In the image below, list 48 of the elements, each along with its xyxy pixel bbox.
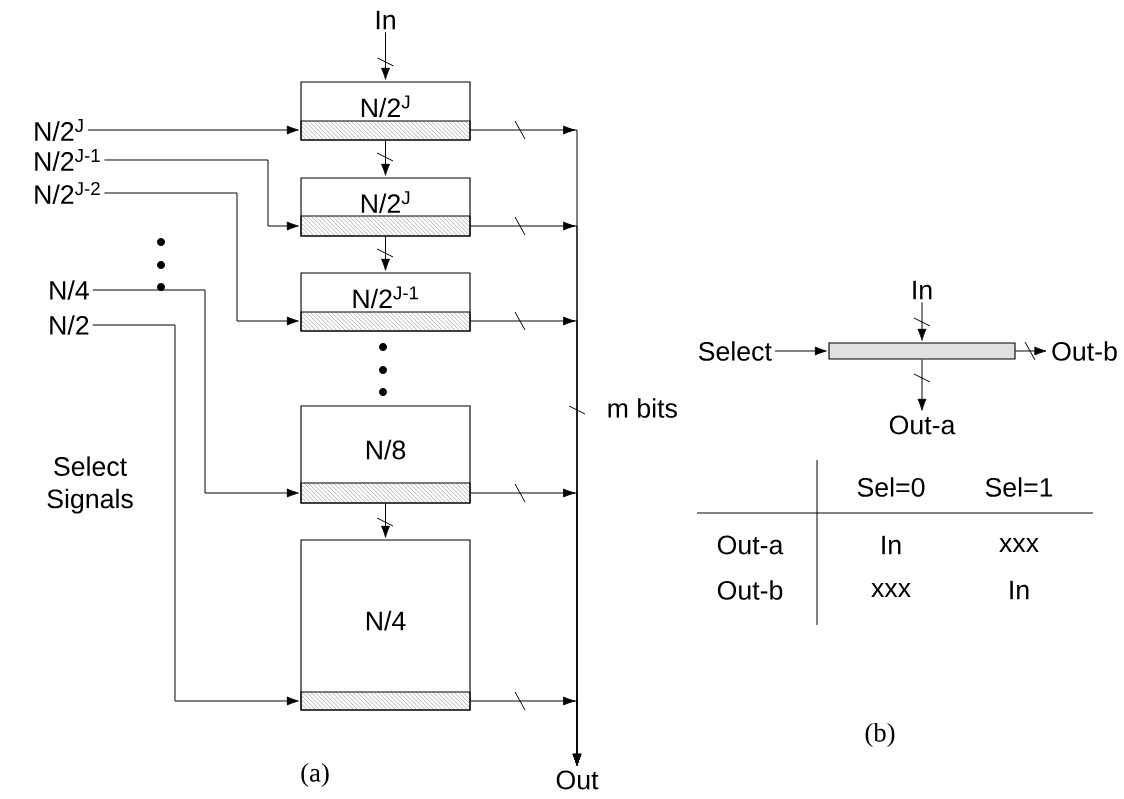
caption-label: (b) [865, 722, 895, 748]
arrow [92, 324, 299, 706]
annotation-label: Select Signals [47, 456, 133, 514]
register-box [300, 215, 471, 237]
arrow [381, 140, 390, 176]
signal-label: N/2$^{J-2}$ [35, 181, 100, 205]
caption-label: (a) [301, 762, 329, 788]
arrow [917, 359, 927, 411]
register-box: N/2$^{J}$ [300, 81, 471, 141]
signal-label: Out-b [1052, 341, 1117, 361]
register-box [300, 311, 471, 332]
signal-label: Out-a [889, 415, 956, 435]
arrow [87, 125, 299, 135]
arrow [92, 289, 299, 498]
signal-label: Out [556, 770, 599, 790]
table-cell: Out-b [717, 580, 783, 600]
table-cell: Out-a [717, 535, 784, 555]
annotation-label: m bits [608, 398, 677, 418]
register-box: N/2$^{J-1}$ [300, 272, 471, 332]
table-cell: xxx [871, 582, 911, 598]
signal-label: In [376, 10, 395, 30]
table-cell: Sel=0 [857, 477, 925, 497]
signal-label: In [913, 280, 932, 300]
register-box: N/8 [300, 405, 471, 504]
register-box [300, 482, 471, 504]
arrow [470, 696, 582, 766]
register-box [300, 120, 471, 141]
arrow [103, 159, 299, 231]
signal-label: N/2$^{J}$ [35, 119, 83, 141]
table-cell: xxx [999, 537, 1039, 553]
signal-label: N/2 [50, 315, 89, 335]
table-cell: In [882, 535, 901, 555]
register-box: N/4 [300, 539, 471, 711]
arrow [917, 301, 927, 341]
signal-label: N/4 [50, 280, 89, 300]
arrow [774, 346, 827, 356]
arrow [381, 31, 390, 80]
table-cell: In [1010, 580, 1029, 600]
table-cell: Sel=1 [985, 477, 1053, 497]
switch-bar [828, 342, 1016, 360]
arrow [103, 192, 299, 326]
signal-label: Select [698, 341, 772, 361]
arrow [381, 503, 390, 538]
register-box: N/2$^{J}$ [300, 177, 471, 237]
register-box [300, 691, 471, 711]
signal-label: N/2$^{J-1}$ [35, 149, 100, 171]
arrow [381, 236, 390, 271]
arrow [1015, 346, 1047, 356]
